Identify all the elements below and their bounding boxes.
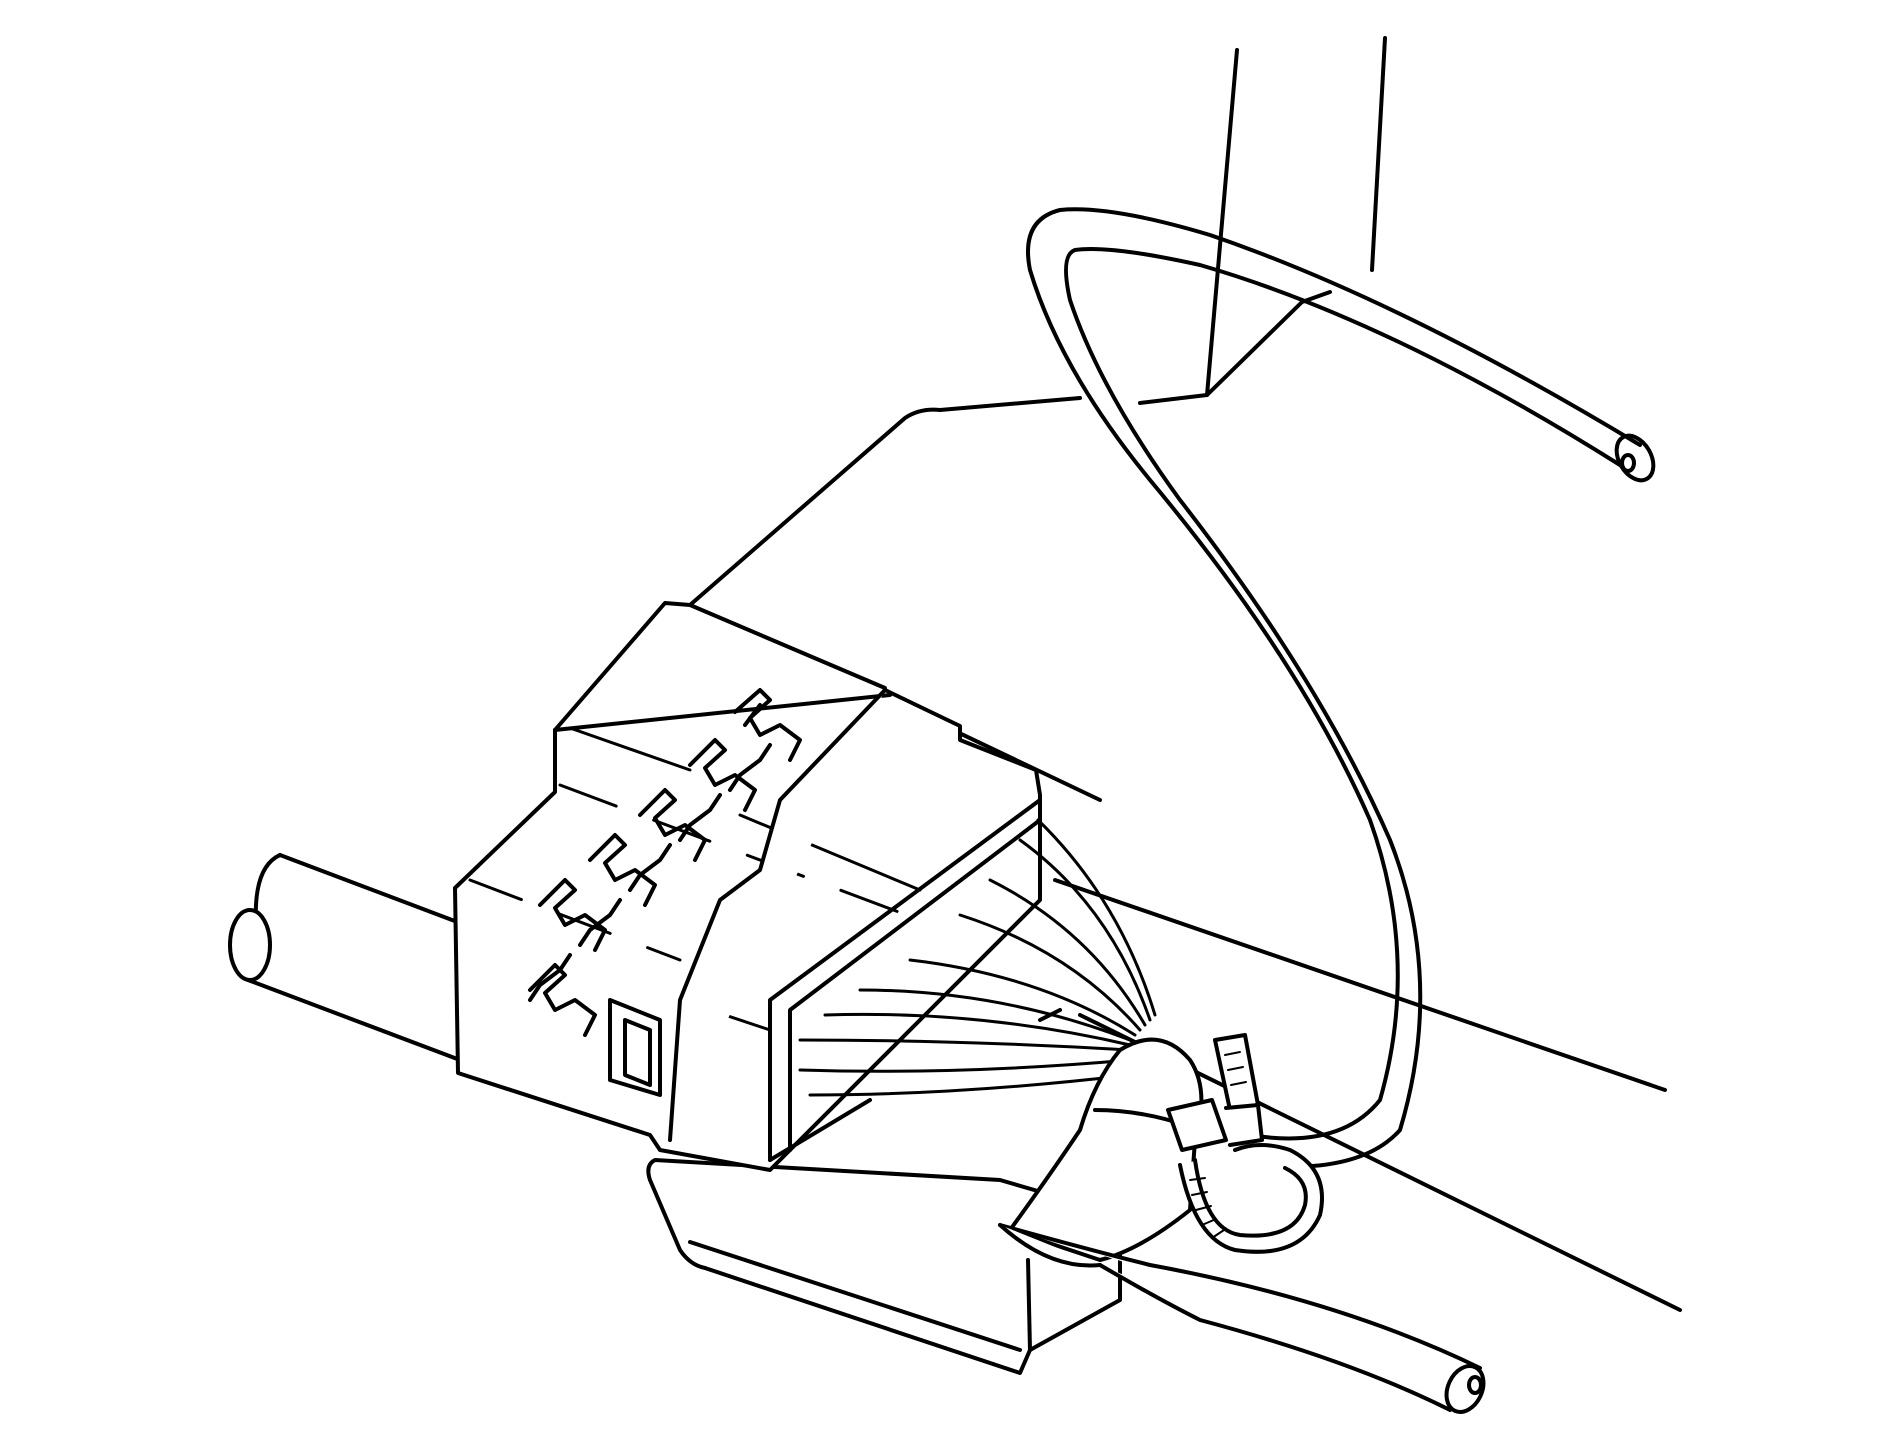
terminal-hooks bbox=[528, 688, 802, 1097]
cable-tie bbox=[1166, 1033, 1324, 1254]
mounting-bracket bbox=[1138, 36, 1387, 405]
loop-cable bbox=[1026, 207, 1656, 1169]
harness-sleeve bbox=[1008, 1037, 1204, 1262]
lower-cable bbox=[998, 1223, 1486, 1414]
wire-bundle bbox=[798, 818, 1157, 1097]
left-rod bbox=[228, 853, 462, 1062]
wire-entry-frame bbox=[768, 798, 1042, 1162]
front-connector-housing bbox=[453, 601, 1042, 1172]
connector-base bbox=[646, 1158, 1122, 1375]
